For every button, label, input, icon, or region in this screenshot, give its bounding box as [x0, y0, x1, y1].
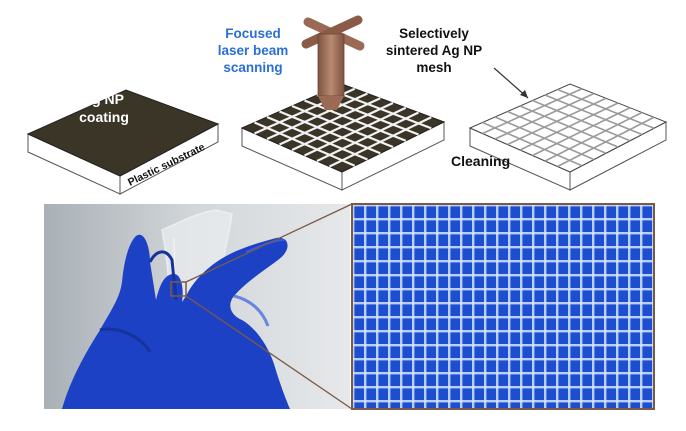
zoom-line-top: [185, 203, 353, 283]
mesh-grid-line: [519, 102, 619, 151]
sintered-label-line1: Selectively: [399, 26, 469, 41]
mesh-grid-line: [544, 94, 643, 136]
laser-label-line3: scanning: [223, 60, 282, 75]
sintered-label-line2: sintered Ag NP: [386, 43, 482, 58]
coated-substrate: [26, 89, 220, 195]
magnified-mesh-frame: [351, 203, 655, 410]
mesh-grid-line: [557, 88, 655, 129]
mesh-grid-line: [532, 107, 631, 157]
mesh-grid-line: [557, 116, 655, 168]
mesh-grid-line: [316, 111, 419, 162]
laser-scanning-substrate: [240, 83, 446, 191]
mesh-pointer-arrow: [493, 67, 529, 99]
laser-label-line2: laser beam: [218, 43, 289, 58]
mesh-grid-line: [329, 88, 432, 130]
zoom-region-marker: [170, 281, 187, 297]
cleaning-label: Cleaning: [451, 153, 510, 169]
ag-np-coating-layer: [26, 89, 220, 177]
magnified-mesh-image: [352, 204, 654, 409]
zoom-line-bottom: [185, 295, 353, 410]
ag-np-mesh-grid: [482, 88, 655, 168]
coating-label-line1: Ag NP: [82, 91, 124, 107]
gloved-hand-photo: [44, 204, 350, 409]
mesh-grid-line: [304, 99, 407, 142]
mesh-grid-line: [329, 116, 432, 168]
cleaned-mesh-substrate: [468, 83, 668, 191]
sintered-lines-partial: [254, 87, 432, 168]
mesh-top-face: [468, 83, 668, 173]
mesh-grid-line: [291, 102, 394, 151]
mesh-grid-line: [532, 99, 631, 142]
mesh-grid-line: [544, 111, 643, 162]
laser-beam-icon: [301, 15, 365, 110]
coating-label-line2: coating: [79, 109, 129, 125]
sintered-label-line3: mesh: [416, 60, 451, 75]
mesh-grid-line: [304, 106, 407, 157]
laser-label-line1: Focused: [225, 26, 281, 41]
